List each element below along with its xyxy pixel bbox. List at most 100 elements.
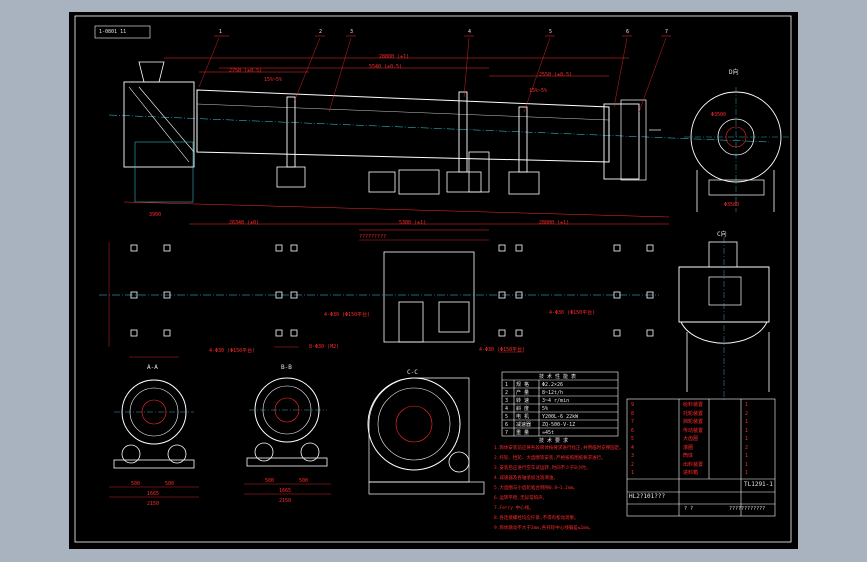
parts-cell: 筒体 xyxy=(683,453,694,459)
dim-bottom-1: 26340 (±0) xyxy=(229,220,260,226)
spec-cell: 7 xyxy=(505,430,509,436)
parts-cell: 4 xyxy=(631,444,635,451)
spec-cell: 转 速 xyxy=(516,398,530,404)
aa-dim-2: 500 xyxy=(165,481,175,487)
slope-right: 15%~5% xyxy=(529,88,548,94)
balloon-2: 2 xyxy=(319,29,323,35)
parts-cell: 1 xyxy=(745,453,749,459)
bb-dim-4: 2150 xyxy=(279,498,292,504)
dim-top-3: 2750 (±0.5) xyxy=(229,68,263,74)
parts-cell: 出料装置 xyxy=(683,461,704,468)
parts-cell: 大齿圈 xyxy=(683,436,699,442)
hood-support xyxy=(134,141,194,203)
balloon-5: 5 xyxy=(549,29,553,35)
parts-cell: 1 xyxy=(745,419,749,425)
spec-cell: 3 xyxy=(505,398,509,404)
parts-cell: 9 xyxy=(631,402,635,408)
tech-req-item: 3.安装后应进行空车试运转,时间不少于8小时。 xyxy=(494,466,591,471)
kiln-shell xyxy=(196,89,610,163)
dim-bottom-3: 28800 (±1) xyxy=(539,220,570,226)
drawing-name: HL2?101??? xyxy=(629,493,666,500)
parts-cell: 1 xyxy=(745,402,749,408)
aa-dim-4: 2150 xyxy=(147,501,160,507)
c-view xyxy=(678,237,770,402)
parts-cell: 1 xyxy=(745,427,749,434)
c-view-label: C向 xyxy=(717,231,727,238)
parts-cell: 1 xyxy=(745,461,749,468)
tech-req-item: 7.Ferry 中心线。 xyxy=(494,506,534,511)
spec-cell: 5% xyxy=(542,406,549,412)
dim-top-1: 28800 (±1) xyxy=(379,54,410,60)
dim-left-width: 3900 xyxy=(149,212,162,218)
tech-req-item: 6.运转平稳,无异常响声。 xyxy=(494,496,548,501)
balloon-3: 3 xyxy=(350,29,354,35)
sheet-info: ???????????? xyxy=(729,506,766,512)
drawing-sheet: 1-0801 11 D向 C向 A-A B-B C-C 28800 (±1) 5… xyxy=(69,12,798,549)
tech-req-title: 技 术 要 求 xyxy=(539,438,569,444)
spec-cell: 产 量 xyxy=(516,390,530,396)
spec-cell: 重 量 xyxy=(516,430,530,436)
dim-dia-right: Φ3500 xyxy=(724,202,740,208)
feed-chute xyxy=(138,61,165,83)
parts-cell: 进料箱 xyxy=(683,470,699,476)
drawing-scale: ? ? xyxy=(684,506,694,512)
parts-cell: 2 xyxy=(745,444,749,451)
balloon-4: 4 xyxy=(468,29,472,35)
parts-cell: 托轮装置 xyxy=(683,410,704,417)
tire-2 xyxy=(458,91,468,173)
balloon-1: 1 xyxy=(219,29,223,35)
roller-station-2 xyxy=(446,171,482,193)
parts-cell: 6 xyxy=(631,427,635,434)
spec-cell: Y200L-6 22kW xyxy=(542,414,579,420)
parts-cell: 2 xyxy=(631,461,635,468)
spec-cell: ≈45t xyxy=(542,430,555,436)
aa-dim-3: 1665 xyxy=(147,491,160,497)
parts-cell: 挡轮装置 xyxy=(683,419,704,425)
bb-dim-1: 500 xyxy=(265,478,275,484)
dim-dia-left: Φ3500 xyxy=(711,112,727,118)
section-aa xyxy=(109,379,199,498)
tech-req-item: 5.大齿圈与小齿轮啮合侧隙0.8~1.2mm。 xyxy=(494,486,578,491)
d-view xyxy=(684,87,789,212)
spec-cell: 6 xyxy=(505,422,509,428)
spec-cell: ZQ-500-V-1Z xyxy=(542,422,576,428)
spec-cell: 4 xyxy=(505,406,509,412)
bb-dim-3: 1665 xyxy=(279,488,292,494)
dim-top-4: 2550 (±0.5) xyxy=(539,72,573,78)
parts-cell: 5 xyxy=(631,436,635,442)
d-view-label: D向 xyxy=(729,69,739,76)
balloon-7: 7 xyxy=(665,29,669,35)
parts-cell: 1 xyxy=(745,470,749,476)
spec-cell: Φ2.2×26 xyxy=(542,382,564,388)
tech-req-item: 1.筒体安装前应将各段筒体按要求进行找正,并用临时支撑固定。 xyxy=(494,446,624,451)
parts-cell: 3 xyxy=(631,453,635,459)
dim-top-2: 5540 (±0.5) xyxy=(369,64,403,70)
reducer xyxy=(398,169,440,195)
section-cc-label: C-C xyxy=(407,369,418,376)
tech-req-item: 2.托轮、挡轮、大齿圈等安装,严格按照图纸要求进行。 xyxy=(494,456,606,461)
aa-dim-1: 500 xyxy=(131,481,141,487)
plan-note-4: 4-Φ30 (Φ150平台) xyxy=(479,347,526,353)
spec-table-frame xyxy=(501,371,619,437)
bb-dim-2: 500 xyxy=(299,478,309,484)
spec-cell: 2 xyxy=(505,390,509,396)
dim-bottom-2: 5300 (±1) xyxy=(399,220,427,226)
plan-view xyxy=(99,239,659,358)
drawing-number: TL1291-1 xyxy=(744,481,773,488)
spec-cell: 1 xyxy=(505,382,509,388)
spec-cell: 斜 度 xyxy=(516,406,530,412)
parts-cell: 7 xyxy=(631,419,635,425)
section-cc xyxy=(367,377,485,495)
view-tag-box xyxy=(94,25,151,39)
plan-note-3: 4-Φ30 (Φ150平台) xyxy=(324,312,371,318)
section-aa-label: A-A xyxy=(147,364,158,371)
spec-cell: 减速器 xyxy=(516,422,532,428)
roller-station-1 xyxy=(276,166,306,188)
section-bb-label: B-B xyxy=(281,364,292,371)
slope-left: 15%~5% xyxy=(264,77,283,83)
discharge-hood xyxy=(603,103,640,180)
plan-note-5: 4-Φ30 (Φ150平台) xyxy=(549,310,596,316)
spec-cell: 5 xyxy=(505,414,509,420)
balloon-6: 6 xyxy=(626,29,630,35)
section-bb xyxy=(244,377,331,495)
